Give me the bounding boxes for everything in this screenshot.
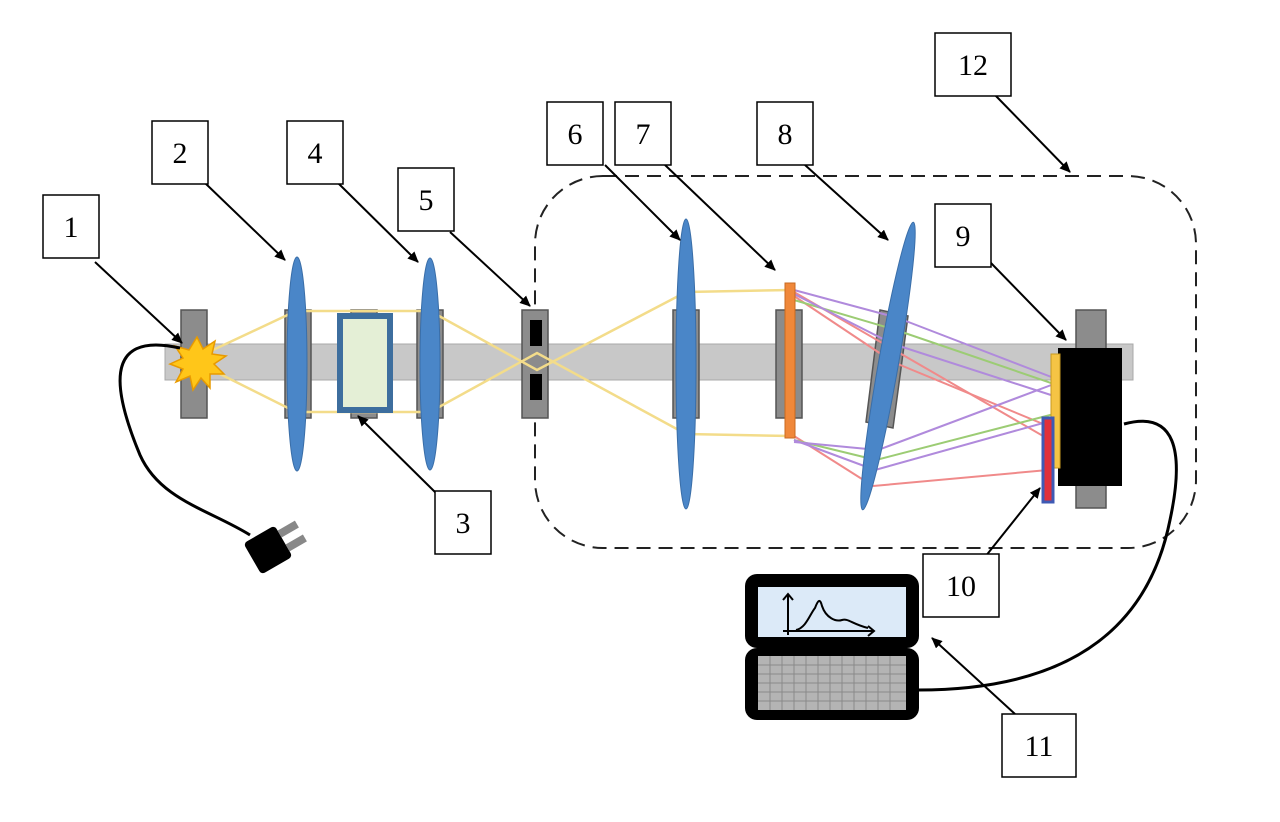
keyboard-grid xyxy=(758,656,906,710)
callout-10: 10 xyxy=(922,553,1000,618)
callout-11: 11 xyxy=(1001,713,1077,778)
callout-7: 7 xyxy=(614,101,672,166)
callout-6: 6 xyxy=(546,101,604,166)
light-burst-icon xyxy=(168,335,229,392)
spectrum-computer-icon xyxy=(745,574,919,720)
computer-screen xyxy=(758,587,906,637)
spectrum-plot xyxy=(782,592,876,637)
callout-12: 12 xyxy=(934,32,1012,97)
data-cable xyxy=(917,419,1178,692)
optical-rail xyxy=(164,343,1134,381)
cuvette xyxy=(337,313,393,413)
callout-3: 3 xyxy=(434,490,492,555)
callout-1: 1 xyxy=(42,194,100,259)
lens-8 xyxy=(860,221,916,511)
detector-body xyxy=(1058,348,1122,486)
arrow-4 xyxy=(337,182,419,263)
dispersed-rays-green xyxy=(793,299,1055,461)
beam-path xyxy=(197,288,791,438)
lenses xyxy=(286,218,916,511)
arrow-2 xyxy=(204,182,286,261)
arrow-3 xyxy=(357,415,437,494)
lens-2 xyxy=(286,256,308,472)
filter-strip xyxy=(1041,416,1055,504)
dispersed-rays-purple xyxy=(793,289,1055,471)
callout-4: 4 xyxy=(286,120,344,185)
arrow-5 xyxy=(449,231,531,307)
callout-10-label: 10 xyxy=(946,570,976,603)
lens-6 xyxy=(675,218,697,510)
power-cable xyxy=(118,343,251,537)
arrow-11 xyxy=(931,637,1016,715)
callout-2-label: 2 xyxy=(173,137,188,170)
callout-8-label: 8 xyxy=(778,118,793,151)
diffraction-grating xyxy=(784,282,796,439)
callout-12-label: 12 xyxy=(958,49,988,82)
arrow-1 xyxy=(94,261,183,344)
leader-arrows xyxy=(94,94,1071,715)
arrow-9 xyxy=(989,261,1067,341)
arrow-8 xyxy=(804,164,889,241)
dispersed-rays-red xyxy=(793,291,1051,487)
callout-11-label: 11 xyxy=(1025,730,1054,763)
lens-4 xyxy=(419,257,441,471)
arrow-6 xyxy=(604,164,681,241)
callout-5-label: 5 xyxy=(419,184,434,217)
callout-8: 8 xyxy=(756,101,814,166)
arrow-12 xyxy=(994,94,1071,173)
arrow-10 xyxy=(984,487,1041,558)
callout-6-label: 6 xyxy=(568,118,583,151)
callout-4-label: 4 xyxy=(308,137,323,170)
detector-strip xyxy=(1050,353,1061,469)
callouts: 1 2 3 4 5 6 7 8 xyxy=(42,32,1077,778)
slit xyxy=(530,320,542,400)
callout-9: 9 xyxy=(934,203,992,268)
callout-9-label: 9 xyxy=(956,220,971,253)
callout-3-label: 3 xyxy=(456,507,471,540)
power-plug-icon xyxy=(244,520,307,574)
callout-1-label: 1 xyxy=(64,211,79,244)
callout-2: 2 xyxy=(151,120,209,185)
arrow-7 xyxy=(664,164,776,271)
callout-5: 5 xyxy=(397,167,455,232)
callout-7-label: 7 xyxy=(636,118,651,151)
